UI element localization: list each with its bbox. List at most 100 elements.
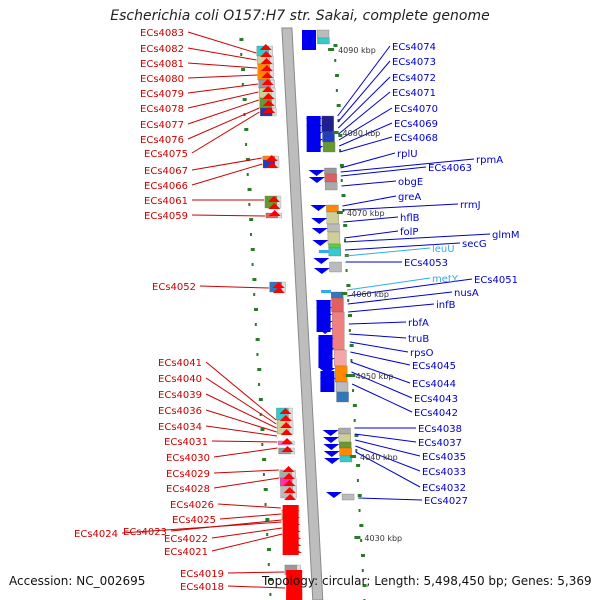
gene-label-ecs4061[interactable]: ECs4061 <box>144 196 188 207</box>
forward-gene-arrow <box>279 408 292 414</box>
gene-label-ecs4021[interactable]: ECs4021 <box>164 547 208 558</box>
gene-label-ecs4028[interactable]: ECs4028 <box>166 484 210 495</box>
gene-labels[interactable]: ECs4083ECs4082ECs4081ECs4080ECs4079ECs40… <box>74 28 519 593</box>
tick-mark <box>335 89 338 92</box>
tick-mark <box>258 398 263 401</box>
gene-label-ecs4024[interactable]: ECs4024 <box>74 529 118 540</box>
gene-label-ecs4038[interactable]: ECs4038 <box>418 424 462 435</box>
leader-line <box>340 166 427 177</box>
gene-label-ecs4074[interactable]: ECs4074 <box>392 42 436 53</box>
gene-label-secg[interactable]: secG <box>462 239 487 250</box>
gene-label-obge[interactable]: obgE <box>398 177 423 188</box>
gene-label-ecs4071[interactable]: ECs4071 <box>392 88 436 99</box>
gene-label-ecs4037[interactable]: ECs4037 <box>418 438 462 449</box>
gene-label-hflb[interactable]: hflB <box>400 213 420 224</box>
gene-label-ecs4052[interactable]: ECs4052 <box>152 282 196 293</box>
leader-line <box>187 99 259 125</box>
gene-label-ecs4070[interactable]: ECs4070 <box>394 104 438 115</box>
reverse-gene-arrow <box>323 444 340 450</box>
gene-label-ecs4053[interactable]: ECs4053 <box>404 258 448 269</box>
gene-label-ecs4051[interactable]: ECs4051 <box>474 275 518 286</box>
scale-ticks <box>239 38 367 600</box>
gene-label-mety[interactable]: metY <box>432 274 459 285</box>
gene-label-ecs4068[interactable]: ECs4068 <box>394 133 438 144</box>
leader-line <box>343 216 399 223</box>
gene-label-ecs4025[interactable]: ECs4025 <box>172 515 216 526</box>
gene-label-ecs4069[interactable]: ECs4069 <box>394 119 438 130</box>
gene-label-glmm[interactable]: glmM <box>492 230 520 241</box>
gene-label-ecs4043[interactable]: ECs4043 <box>414 394 458 405</box>
gene-label-ecs4034[interactable]: ECs4034 <box>158 422 202 433</box>
leader-line <box>217 503 281 509</box>
gene-label-ecs4063[interactable]: ECs4063 <box>428 163 472 174</box>
gene-label-rbfa[interactable]: rbfA <box>408 318 429 329</box>
gene-label-ecs4078[interactable]: ECs4078 <box>140 104 184 115</box>
gene-label-ecs4022[interactable]: ECs4022 <box>164 534 208 545</box>
gene-label-ecs4083[interactable]: ECs4083 <box>140 28 184 39</box>
gene-label-ecs4079[interactable]: ECs4079 <box>140 89 184 100</box>
gene-label-ecs4026[interactable]: ECs4026 <box>170 500 214 511</box>
gene-label-rpma[interactable]: rpmA <box>476 155 503 166</box>
gene-label-ecs4077[interactable]: ECs4077 <box>140 120 184 131</box>
gene-label-infb[interactable]: infB <box>436 300 456 311</box>
gene-label-ecs4080[interactable]: ECs4080 <box>140 74 184 85</box>
reverse-gene-arrow <box>308 170 325 176</box>
gene-label-ecs4033[interactable]: ECs4033 <box>422 467 466 478</box>
gene-label-ecs4067[interactable]: ECs4067 <box>144 166 188 177</box>
gene-label-ecs4036[interactable]: ECs4036 <box>158 406 202 417</box>
gene-label-ecs4059[interactable]: ECs4059 <box>144 211 188 222</box>
gene-label-ecs4030[interactable]: ECs4030 <box>166 453 210 464</box>
gene-label-folp[interactable]: folP <box>400 227 418 238</box>
gene-label-ecs4081[interactable]: ECs4081 <box>140 59 184 70</box>
leader-line <box>337 60 391 123</box>
tick-mark <box>359 524 364 527</box>
leader-line <box>219 513 282 520</box>
gene-label-ecs4031[interactable]: ECs4031 <box>164 437 208 448</box>
gene-label-leuu[interactable]: leuU <box>432 244 455 255</box>
tick-mark <box>247 188 252 191</box>
gene-label-nusa[interactable]: nusA <box>454 288 479 299</box>
reverse-gene-arrow <box>324 458 341 464</box>
reverse-gene-arrow <box>313 268 330 274</box>
gene-label-ecs4042[interactable]: ECs4042 <box>414 408 458 419</box>
gene-label-ecs4066[interactable]: ECs4066 <box>144 181 188 192</box>
tick-mark <box>346 284 351 287</box>
gene-label-ecs4075[interactable]: ECs4075 <box>144 149 188 160</box>
gene-label-grea[interactable]: greA <box>398 192 421 203</box>
reverse-gene-arrow <box>310 205 327 211</box>
leader-line <box>121 521 282 534</box>
tick-mark <box>345 269 348 272</box>
tick-mark <box>333 44 338 47</box>
tick-mark <box>341 194 346 197</box>
leader-line <box>348 303 435 313</box>
gene-label-rrmj[interactable]: rrmJ <box>460 200 481 211</box>
gene-label-ecs4039[interactable]: ECs4039 <box>158 390 202 401</box>
gene-label-ecs4044[interactable]: ECs4044 <box>412 379 456 390</box>
gene-label-trub[interactable]: truB <box>408 334 429 345</box>
tick-mark <box>259 413 262 416</box>
forward-gene-arrow <box>260 58 273 64</box>
gene-label-ecs4073[interactable]: ECs4073 <box>392 57 436 68</box>
gene-label-ecs4023[interactable]: ECs4023 <box>123 527 167 538</box>
gene-label-ecs4029[interactable]: ECs4029 <box>166 469 210 480</box>
gene-label-rplu[interactable]: rplU <box>397 149 418 160</box>
gene-label-ecs4082[interactable]: ECs4082 <box>140 44 184 55</box>
forward-gene-arrow <box>260 65 273 71</box>
tick-mark <box>254 308 259 311</box>
gene-label-ecs4045[interactable]: ECs4045 <box>412 361 456 372</box>
gene-label-ecs4041[interactable]: ECs4041 <box>158 358 202 369</box>
gene-label-rpso[interactable]: rpsO <box>410 348 434 359</box>
gene-label-ecs4076[interactable]: ECs4076 <box>140 135 184 146</box>
gene-label-ecs4072[interactable]: ECs4072 <box>392 73 436 84</box>
gene-label-ecs4027[interactable]: ECs4027 <box>424 496 468 507</box>
leader-line <box>213 477 280 489</box>
gene-label-ecs4019[interactable]: ECs4019 <box>180 569 224 580</box>
leader-line <box>337 76 391 129</box>
leader-line <box>350 351 411 366</box>
leader-line <box>191 111 260 154</box>
gene-label-ecs4032[interactable]: ECs4032 <box>422 483 466 494</box>
gene-label-ecs4035[interactable]: ECs4035 <box>422 452 466 463</box>
gene-label-ecs4040[interactable]: ECs4040 <box>158 374 202 385</box>
forward-gene-arrow <box>283 533 302 539</box>
gene-label-ecs4018[interactable]: ECs4018 <box>180 582 224 593</box>
